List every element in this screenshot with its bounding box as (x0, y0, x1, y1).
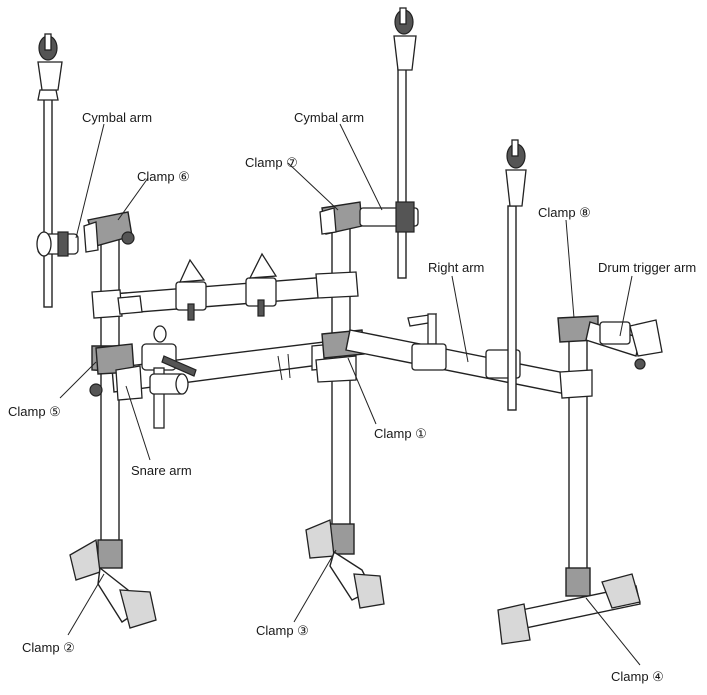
upper-tom-mount-right (245, 252, 278, 317)
right-upright (557, 315, 599, 597)
label-clamp-2: Clamp ② (22, 640, 75, 655)
label-clamp-5: Clamp ⑤ (8, 404, 61, 419)
center-upright (315, 201, 365, 555)
snare-arm (141, 325, 197, 429)
drum-trigger-arm (585, 319, 663, 370)
left-foot (69, 538, 157, 629)
label-cymbal-arm-left: Cymbal arm (82, 110, 152, 125)
right-foot (497, 573, 641, 645)
label-clamp-7: Clamp ⑦ (245, 155, 298, 170)
label-snare-arm: Snare arm (131, 463, 192, 478)
center-foot (305, 519, 385, 609)
label-clamp-6: Clamp ⑥ (137, 169, 190, 184)
lower-crossbar (95, 339, 343, 401)
label-drum-trigger-arm: Drum trigger arm (598, 260, 696, 275)
upper-tom-mount-left (175, 258, 207, 321)
label-clamp-1: Clamp ① (374, 426, 427, 441)
right-arm (345, 313, 581, 397)
label-cymbal-arm-center: Cymbal arm (294, 110, 364, 125)
label-clamp-4: Clamp ④ (611, 669, 664, 684)
right-cymbal-stand (505, 139, 527, 411)
center-cymbal-stand (359, 7, 419, 279)
callout-labels: Cymbal arm Cymbal arm Clamp ⑥ Clamp ⑦ Cl… (8, 110, 696, 684)
label-clamp-8: Clamp ⑧ (538, 205, 591, 220)
label-right-arm: Right arm (428, 260, 484, 275)
leader-lines (59, 123, 641, 666)
label-clamp-3: Clamp ③ (256, 623, 309, 638)
upper-crossbar (91, 252, 343, 321)
left-cymbal-stand (36, 33, 79, 308)
